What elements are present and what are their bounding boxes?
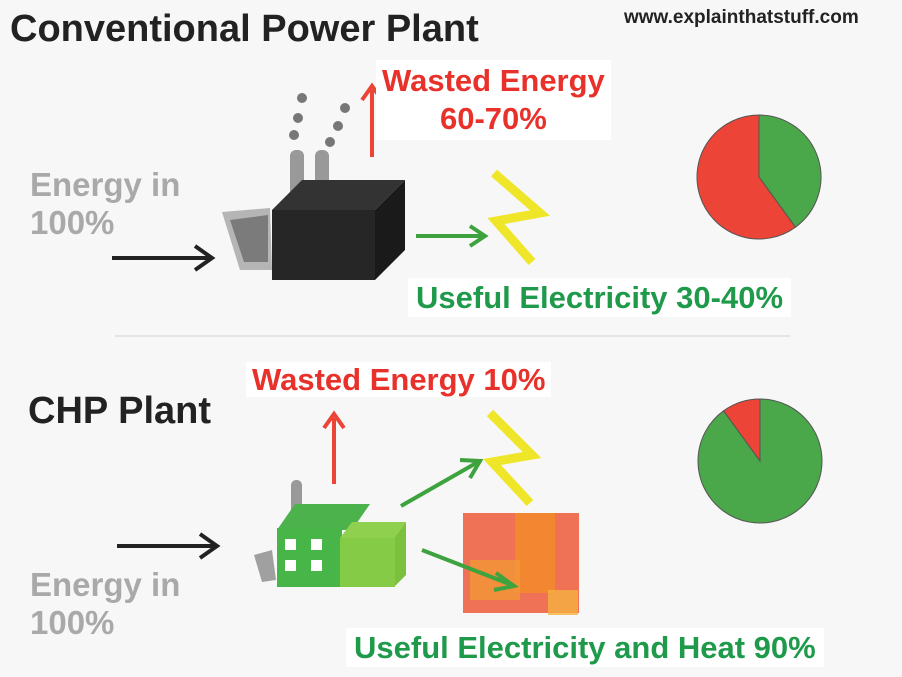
heat-icon — [463, 513, 579, 615]
wasted-arrow-icon — [322, 410, 346, 484]
useful-arrow-icon — [416, 224, 489, 248]
chp-pie-chart — [697, 398, 823, 524]
conventional-title: Conventional Power Plant — [10, 8, 479, 50]
energy-in-percent: 100% — [30, 603, 115, 641]
site-url: www.explainthatstuff.com — [624, 7, 859, 28]
electricity-bolt-icon — [487, 169, 551, 265]
chp-useful-label: Useful Electricity and Heat 90% — [346, 628, 824, 667]
conventional-useful-label: Useful Electricity 30-40% — [408, 278, 792, 317]
electricity-bolt-icon — [483, 409, 542, 507]
chp-plant-icon — [277, 480, 406, 587]
conventional-pie-chart — [696, 114, 822, 240]
chp-energy-in: Energy in 100% — [30, 566, 180, 642]
chp-title: CHP Plant — [28, 390, 212, 432]
input-arrow-icon — [112, 244, 216, 272]
heat-arrow-icon — [421, 548, 519, 592]
fuel-pile-icon — [254, 550, 276, 582]
energy-in-label: Energy in — [30, 566, 181, 603]
conventional-wasted-label: Wasted Energy 60-70% — [376, 60, 611, 140]
energy-in-percent: 100% — [30, 203, 115, 241]
chp-wasted-label: Wasted Energy 10% — [246, 362, 552, 397]
coal-pile-icon — [222, 208, 272, 270]
power-plant-icon — [272, 150, 405, 280]
electricity-arrow-icon — [400, 458, 484, 508]
pie-slice-useful — [758, 114, 822, 228]
wasted-energy-label: Wasted Energy — [382, 63, 605, 98]
conventional-energy-in: Energy in 100% — [30, 166, 180, 242]
energy-in-label: Energy in — [30, 166, 181, 203]
pie-slice-wasted — [722, 398, 761, 463]
smoke-icon — [289, 93, 350, 147]
wasted-energy-percent: 60-70% — [439, 100, 547, 136]
pie-slice-wasted — [696, 114, 797, 240]
input-arrow-icon — [117, 532, 221, 560]
